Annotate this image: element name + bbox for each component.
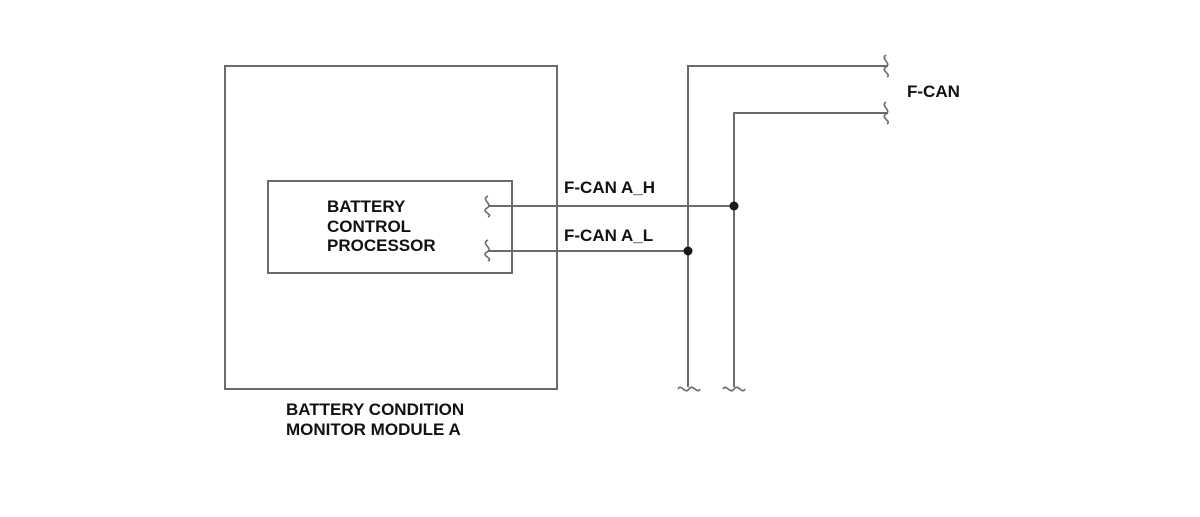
processor-label-line1: BATTERY: [327, 197, 406, 216]
f-can-bus-low-line: [687, 65, 888, 387]
f-can-a-l-label: F-CAN A_L: [564, 226, 653, 245]
f-can-bus-high-line: [733, 112, 888, 387]
module-label-line1: BATTERY CONDITION: [286, 400, 464, 419]
junction-low: [683, 246, 693, 256]
module-label-line2: MONITOR MODULE A: [286, 420, 461, 439]
bus-break-top: [883, 54, 889, 78]
junction-high: [729, 201, 739, 211]
battery-control-processor-box: [267, 180, 513, 274]
connector-break-low: [484, 239, 491, 262]
processor-label-line2: CONTROL: [327, 217, 411, 236]
battery-condition-monitor-module-box: [224, 65, 558, 390]
f-can-bus-label: F-CAN: [907, 82, 960, 101]
connector-break-high: [484, 195, 491, 218]
processor-label-line3: PROCESSOR: [327, 236, 436, 255]
bus-break-bottom: [883, 101, 889, 125]
bus-break-low-bottom: [677, 386, 701, 392]
bus-break-high-bottom: [722, 386, 746, 392]
f-can-a-h-label: F-CAN A_H: [564, 178, 655, 197]
